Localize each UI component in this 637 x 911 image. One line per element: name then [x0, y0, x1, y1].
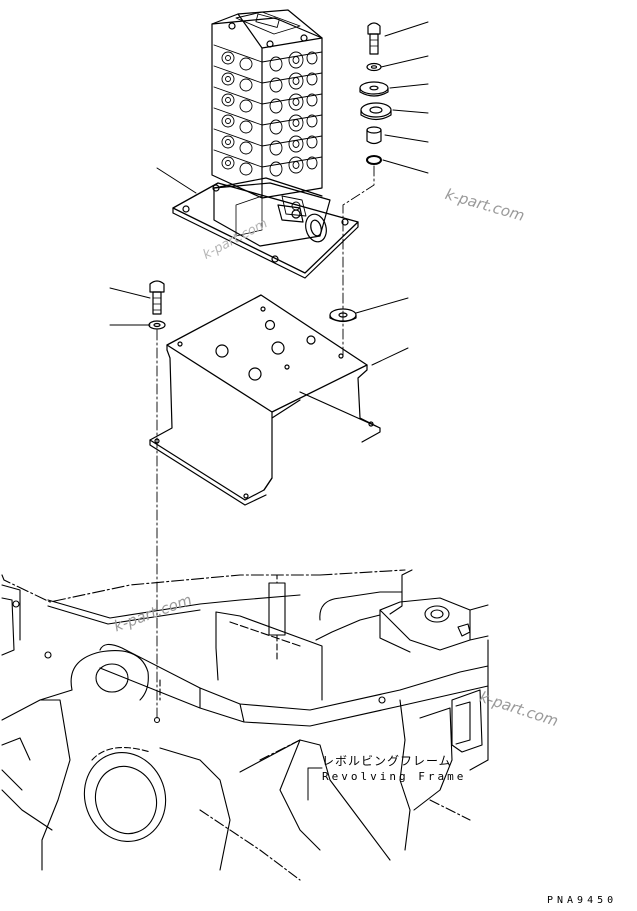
- frame-label-jp: レボルビングフレーム: [322, 754, 452, 768]
- frame-label-en: Revolving Frame: [322, 770, 467, 783]
- revolving-frame: [1, 569, 489, 881]
- leader-lines: [109, 21, 429, 366]
- washer: [329, 308, 357, 323]
- bracket: [149, 294, 381, 506]
- washer: [148, 320, 166, 330]
- drawing-code: PNA9450: [547, 895, 618, 906]
- bolt: [367, 22, 381, 55]
- collar: [366, 126, 382, 145]
- mount-rubber: [360, 102, 392, 121]
- center-lines: [156, 165, 375, 721]
- washer: [366, 62, 382, 72]
- frame-label-leader: [307, 767, 323, 801]
- snap-ring: [366, 155, 382, 165]
- cushion: [359, 81, 389, 97]
- control-valve-assembly: [172, 9, 359, 279]
- bolt: [149, 280, 165, 315]
